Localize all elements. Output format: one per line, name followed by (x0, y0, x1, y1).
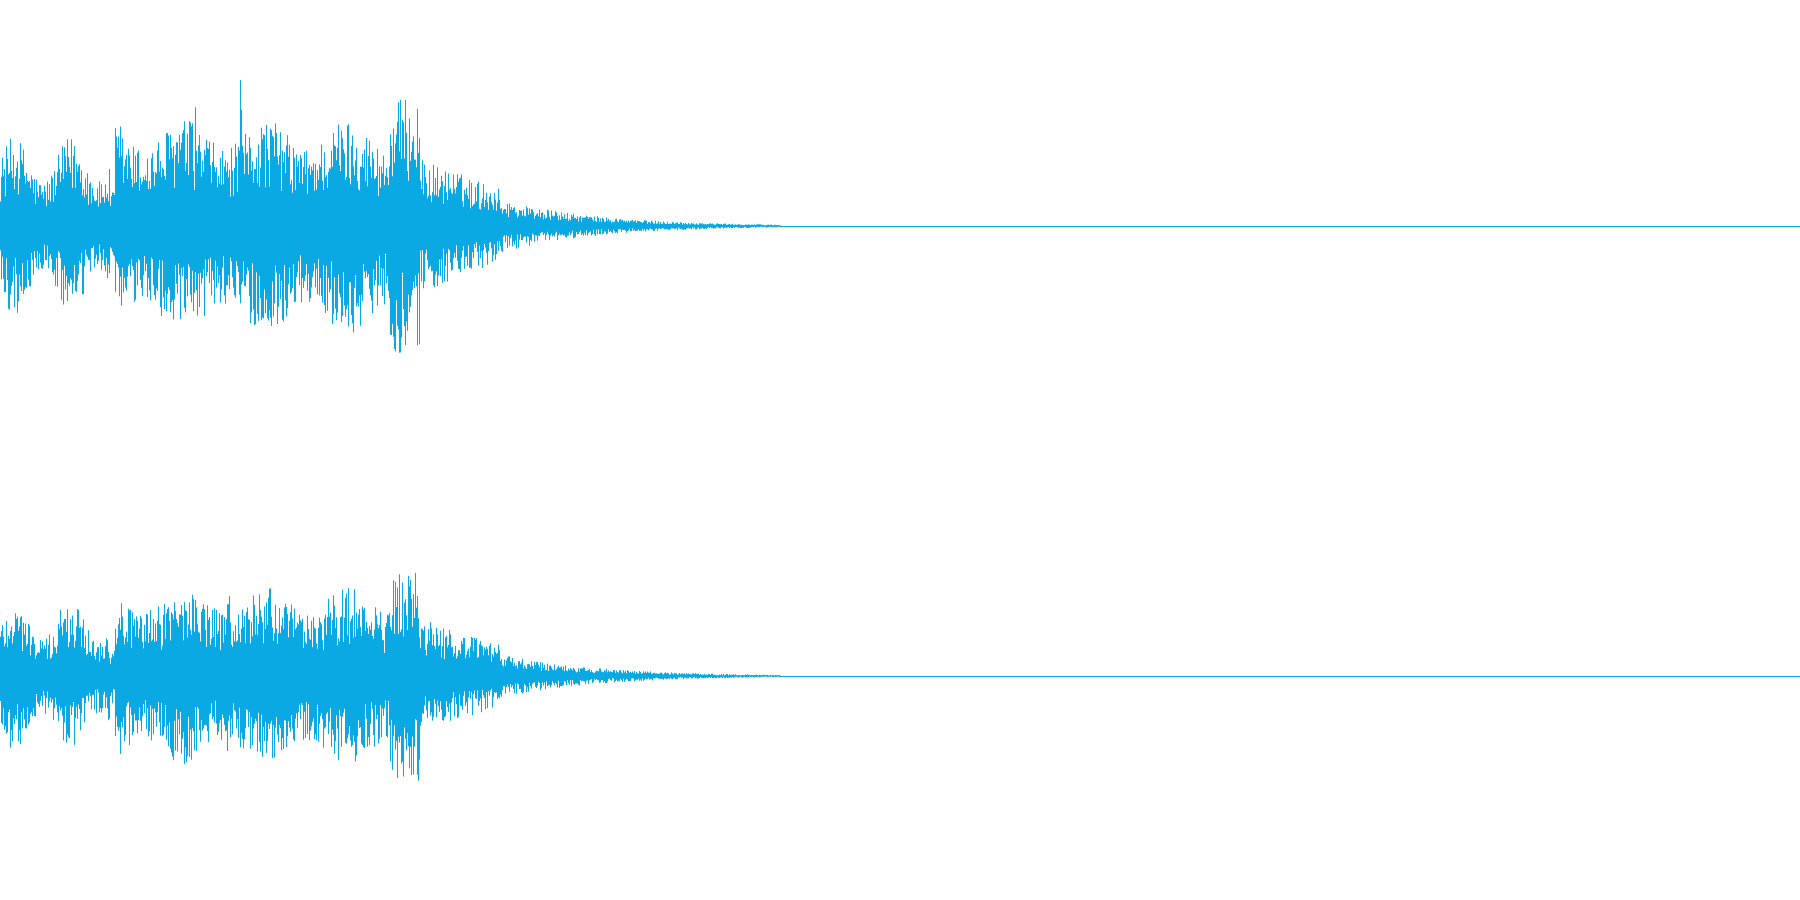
waveform-channel-left (0, 80, 1800, 353)
waveform-right-samples (0, 572, 781, 781)
waveform-left-samples (0, 80, 781, 353)
waveform-channel-right (0, 572, 1800, 781)
